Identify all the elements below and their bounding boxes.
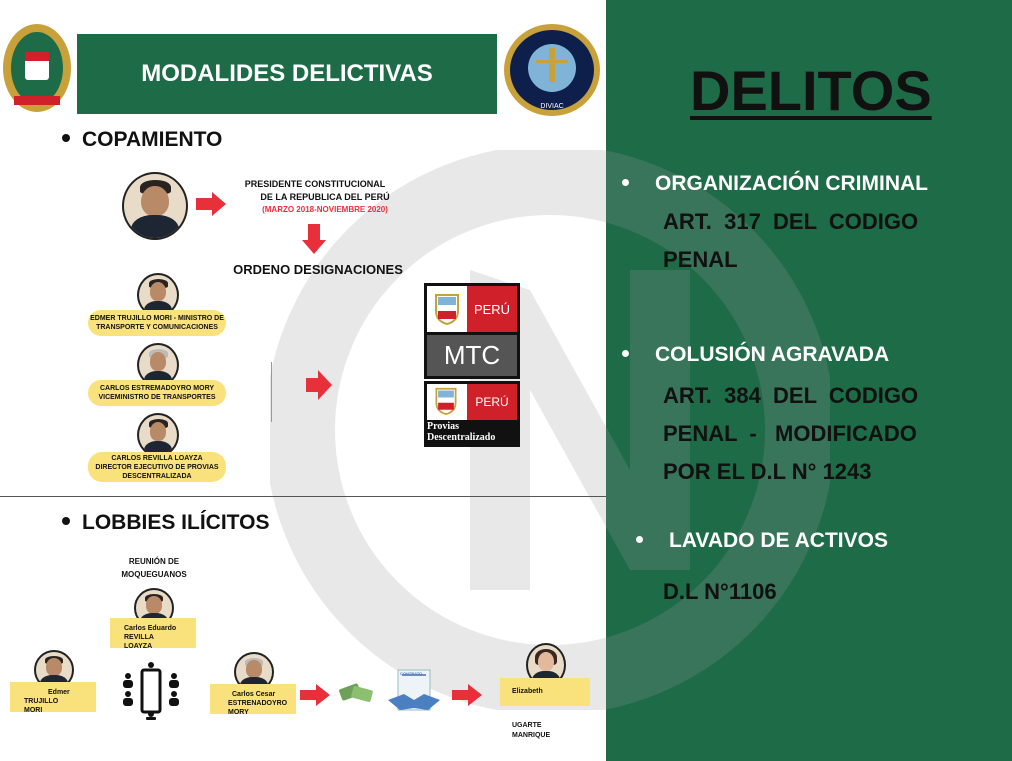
elizabeth-box: Elizabeth xyxy=(500,678,590,706)
edmer-lobby-box: Edmer TRUJILLO MORI xyxy=(10,682,96,714)
carlos-lobby-box: Carlos Cesar ESTRENADOYRO MORY xyxy=(210,684,296,716)
bullet-dot xyxy=(62,517,70,526)
president-avatar xyxy=(122,172,188,240)
crimen-3-line1: D.L N°1106 xyxy=(663,579,777,604)
crimen-2-line1: ART. 384 DEL CODIGO xyxy=(663,383,919,408)
contract-label: CONTRATO xyxy=(400,671,423,676)
carlos-r-role-line3: DESCENTRALIZADA xyxy=(122,472,192,480)
carlos-r-avatar xyxy=(137,413,179,457)
page-title: MODALIDES DELICTIVAS xyxy=(77,34,497,114)
meeting-label: REUNIÓN DE MOQUEGUANOS xyxy=(106,555,202,581)
provias-line2: Descentralizado xyxy=(427,432,496,443)
red-arrow-down-icon xyxy=(302,224,326,254)
svg-text:DIVIAC: DIVIAC xyxy=(540,103,563,110)
copamiento-heading: COPAMIENTO xyxy=(62,128,222,152)
president-label: PRESIDENTE CONSTITUCIONAL DE LA REPUBLIC… xyxy=(230,178,420,215)
crimen-heading-3: LAVADO DE ACTIVOS xyxy=(636,529,888,553)
red-arrow-right-icon xyxy=(196,192,226,216)
edmer-avatar xyxy=(137,273,179,317)
revilla-line3: LOAYZA xyxy=(124,643,153,650)
money-icon xyxy=(339,683,373,702)
crimen-2-line3: POR EL D.L N° 1243 xyxy=(663,459,872,484)
delitos-title: DELITOS xyxy=(690,59,932,122)
elizabeth-line2: MANRIQUE xyxy=(512,732,551,739)
police-emblem-icon xyxy=(3,24,71,112)
mtc-name: MTC xyxy=(427,335,517,376)
carlos-lobby-line3: MORY xyxy=(228,709,249,716)
provias-line1: Provias xyxy=(427,421,460,432)
edmer-lobby-line3: MORI xyxy=(24,707,43,714)
delitos-panel xyxy=(606,0,1012,761)
crimen-1-line1: ART. 317 DEL CODIGO xyxy=(663,209,919,234)
provias-logo: PERÚ Provias Descentralizado xyxy=(424,381,520,447)
peru-shield-icon xyxy=(435,294,459,325)
lobbies-heading: LOBBIES ILÍCITOS xyxy=(62,511,269,535)
revilla-line1: Carlos Eduardo xyxy=(124,625,177,632)
carlos-r-pill: CARLOS REVILLA LOAYZA DIRECTOR EJECUTIVO… xyxy=(88,452,226,482)
carlos-r-role-line2: DIRECTOR EJECUTIVO DE PROVIAS xyxy=(95,463,219,471)
meeting-table-icon xyxy=(123,662,179,720)
mtc-logo: PERÚ MTC xyxy=(424,283,520,379)
carlos-e-avatar xyxy=(137,343,179,387)
peru-shield-icon xyxy=(435,387,457,415)
bullet-dot xyxy=(622,349,629,357)
mtc-country: PERÚ xyxy=(467,286,517,332)
bracket-line xyxy=(271,362,272,422)
crimen-text-2: ART. 384 DEL CODIGO PENAL - MODIFICADO P… xyxy=(663,377,918,491)
meeting-line2: MOQUEGUANOS xyxy=(121,570,187,579)
president-period: (MARZO 2018-NOVIEMBRE 2020) xyxy=(262,205,388,214)
edmer-role-line2: TRANSPORTE Y COMUNICACIONES xyxy=(96,324,218,331)
carlos-r-role-line1: CARLOS REVILLA LOAYZA xyxy=(111,454,203,462)
crimen-heading-1: ORGANIZACIÓN CRIMINAL xyxy=(622,172,928,196)
contract-handshake-icon xyxy=(388,669,440,711)
bullet-dot xyxy=(622,178,629,186)
provias-name: Provias Descentralizado xyxy=(427,421,519,445)
crimen-1-line2: PENAL xyxy=(663,247,738,272)
designations-label: ORDENO DESIGNACIONES xyxy=(233,262,403,277)
revilla-line2: REVILLA xyxy=(124,634,154,641)
revilla-box: Carlos Eduardo REVILLA LOAYZA xyxy=(110,618,196,650)
diviac-badge-icon: DIVIAC xyxy=(504,24,600,116)
meeting-line1: REUNIÓN DE xyxy=(128,557,180,566)
red-arrow-right-icon xyxy=(306,370,332,400)
red-arrow-right-icon xyxy=(300,684,330,706)
crimen-heading-2: COLUSIÓN AGRAVADA xyxy=(622,343,889,367)
section-divider xyxy=(0,496,606,497)
carlos-lobby-line1: Carlos Cesar xyxy=(232,691,276,698)
carlos-e-role-line1: CARLOS ESTREMADOYRO MORY xyxy=(99,385,215,392)
president-line1: PRESIDENTE CONSTITUCIONAL xyxy=(244,179,386,189)
edmer-lobby-line1: Edmer xyxy=(48,689,70,696)
carlos-lobby-line2: ESTRENADOYRO xyxy=(228,700,288,707)
edmer-lobby-line2: TRUJILLO xyxy=(24,698,59,705)
carlos-e-role-line2: VICEMINISTRO DE TRANSPORTES xyxy=(98,394,216,401)
carlos-e-pill: CARLOS ESTREMADOYRO MORY VICEMINISTRO DE… xyxy=(88,380,226,406)
bullet-dot xyxy=(636,535,643,543)
edmer-role-line1: EDMER TRUJILLO MORI - MINISTRO DE xyxy=(90,315,224,322)
president-line2: DE LA REPUBLICA DEL PERÚ xyxy=(260,192,390,202)
elizabeth-surname: UGARTE MANRIQUE xyxy=(500,721,570,741)
crimen-text-3: D.L N°1106 xyxy=(663,573,777,611)
provias-country: PERÚ xyxy=(467,384,517,420)
elizabeth-line1: UGARTE xyxy=(512,722,542,729)
elizabeth-name: Elizabeth xyxy=(512,688,543,695)
bullet-dot xyxy=(62,134,70,143)
edmer-pill: EDMER TRUJILLO MORI - MINISTRO DE TRANSP… xyxy=(88,310,226,336)
red-arrow-right-icon xyxy=(452,684,482,706)
crimen-text-1: ART. 317 DEL CODIGO PENAL xyxy=(663,203,918,279)
crimen-2-line2: PENAL - MODIFICADO xyxy=(663,421,917,446)
